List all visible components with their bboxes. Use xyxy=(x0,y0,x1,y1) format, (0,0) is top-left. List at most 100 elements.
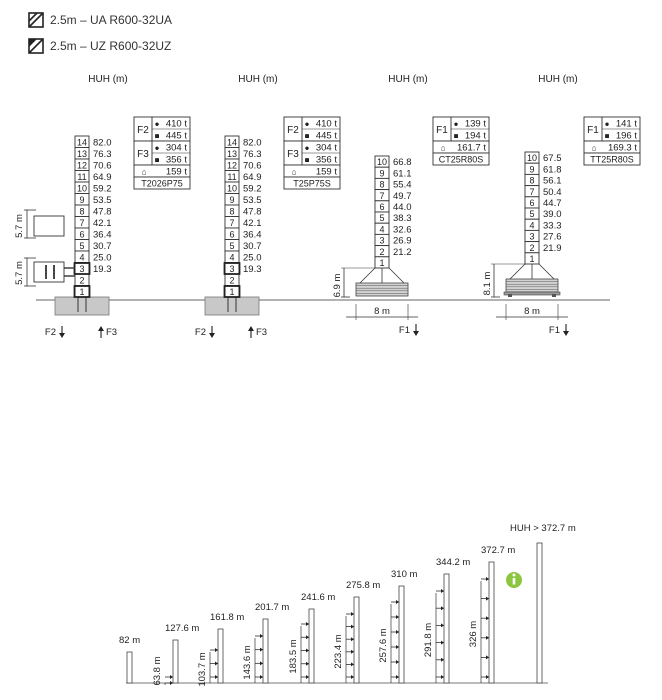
weight-icon: ⌂ xyxy=(292,168,297,177)
tie-arrow-head xyxy=(351,662,354,667)
force-value: 410 t xyxy=(316,119,337,130)
tie-arrow-head xyxy=(351,649,354,654)
dimension-label: 5.7 m xyxy=(14,214,25,238)
force-label: F1 xyxy=(436,125,448,136)
hook-height-value: 53.5 xyxy=(243,195,262,206)
tower-height-label: 201.7 m xyxy=(255,602,289,613)
mast-section-number: 3 xyxy=(79,264,84,274)
tie-arrow-head xyxy=(486,655,489,660)
force-arrow-down-head xyxy=(59,333,65,338)
mast-section-number: 9 xyxy=(379,168,384,178)
hook-height-value: 44.0 xyxy=(393,202,412,213)
mast-section-icon xyxy=(28,12,44,28)
hook-height-value: 19.3 xyxy=(243,264,262,275)
base-strut xyxy=(388,267,405,284)
force-arrow-down-head xyxy=(209,333,215,338)
mast-section-number: 5 xyxy=(79,241,84,251)
base-type-name: T2026P75 xyxy=(141,179,183,189)
tie-height-label: 183.5 m xyxy=(288,639,299,673)
tower-mast xyxy=(398,585,405,684)
hook-height-value: 82.0 xyxy=(243,138,262,149)
base-frame xyxy=(355,282,409,297)
mast-section-number: 4 xyxy=(79,253,84,263)
base-name-cell xyxy=(133,176,191,190)
base-name-cell xyxy=(432,152,490,166)
base-strut xyxy=(359,267,376,284)
force-value: 410 t xyxy=(166,119,187,130)
tie-height-label: 257.6 m xyxy=(378,628,389,662)
tie-arrow-head xyxy=(351,637,354,642)
hook-height-value: 25.0 xyxy=(243,253,262,264)
mast-section-number: 10 xyxy=(227,184,237,194)
force-value: 139 t xyxy=(465,119,486,130)
force-arrow-down-head xyxy=(563,331,569,336)
force-arrow-down-head xyxy=(413,331,419,336)
legend-item-uz: 2.5m – UZ R600-32UZ xyxy=(28,38,171,54)
tie-arrow-head xyxy=(260,675,263,679)
hook-height-value: 42.1 xyxy=(243,218,262,229)
hook-height-value: 82.0 xyxy=(93,138,112,149)
force-arrow-label: F3 xyxy=(106,327,117,338)
tie-arrow-head xyxy=(486,635,489,640)
mast-base-section xyxy=(223,262,241,275)
tie-frame xyxy=(33,261,65,283)
mast-section-number: 3 xyxy=(529,232,534,242)
tie-frame xyxy=(33,215,65,237)
tie-arrow-head xyxy=(441,640,444,645)
progression-tower-2: 127.6 m63.8 m xyxy=(152,623,199,686)
tower-mast xyxy=(308,608,315,684)
mast-section-number: 2 xyxy=(379,247,384,257)
hook-height-value: 30.7 xyxy=(93,241,112,252)
load-case-symbol: ● xyxy=(454,120,459,129)
hook-height-value: 25.0 xyxy=(93,253,112,264)
mast-section-number: 2 xyxy=(79,276,84,286)
mast-section-number: 14 xyxy=(227,138,237,148)
force-value: 161.7 t xyxy=(457,143,486,154)
force-value: 169.3 t xyxy=(608,143,637,154)
tie-arrow-head xyxy=(486,616,489,621)
hook-height-value: 38.3 xyxy=(393,213,412,224)
force-arrow-label: F1 xyxy=(549,325,560,336)
force-label: F3 xyxy=(137,149,149,160)
mast-section-number: 11 xyxy=(227,172,236,182)
base-type-name: TT25R80S xyxy=(590,155,634,165)
load-case-symbol: ● xyxy=(305,144,310,153)
base-frame xyxy=(505,278,559,293)
load-case-symbol: ■ xyxy=(305,132,310,141)
info-icon-stem xyxy=(512,578,516,585)
dimension-label: 5.7 m xyxy=(14,261,25,285)
hook-height-value: 39.0 xyxy=(543,209,562,220)
force-value: 445 t xyxy=(166,131,187,142)
tie-arrow-head xyxy=(441,657,444,662)
travelling-base xyxy=(503,263,561,297)
load-case-symbol: ■ xyxy=(155,132,160,141)
mast-section-number: 7 xyxy=(79,218,84,228)
load-case-symbol: ■ xyxy=(605,132,610,141)
mast-section-number: 4 xyxy=(229,253,234,263)
mast-section-number: 4 xyxy=(379,224,384,234)
base-strut xyxy=(538,263,555,280)
tie-arrow-head xyxy=(441,675,444,679)
tie-arrow-head xyxy=(306,661,309,666)
tie-height-label: 223.4 m xyxy=(333,634,344,668)
mast-section-number: 9 xyxy=(79,195,84,205)
force-value: 304 t xyxy=(166,143,187,154)
mast-section-number: 8 xyxy=(379,180,384,190)
force-value: 159 t xyxy=(316,167,337,178)
mast-section-number: 9 xyxy=(529,164,534,174)
mast-section-number: 10 xyxy=(77,184,87,194)
mast-section-number: 10 xyxy=(377,157,387,167)
tower-height-label: 344.2 m xyxy=(436,557,470,568)
mast-section-number: 13 xyxy=(227,149,237,159)
force-value: 356 t xyxy=(166,155,187,166)
tie-arrow-head xyxy=(396,660,399,664)
mast-section-number: 6 xyxy=(529,198,534,208)
tower-mast xyxy=(126,651,133,684)
tower-mast xyxy=(262,618,269,684)
mast-section-number: 14 xyxy=(77,138,87,148)
